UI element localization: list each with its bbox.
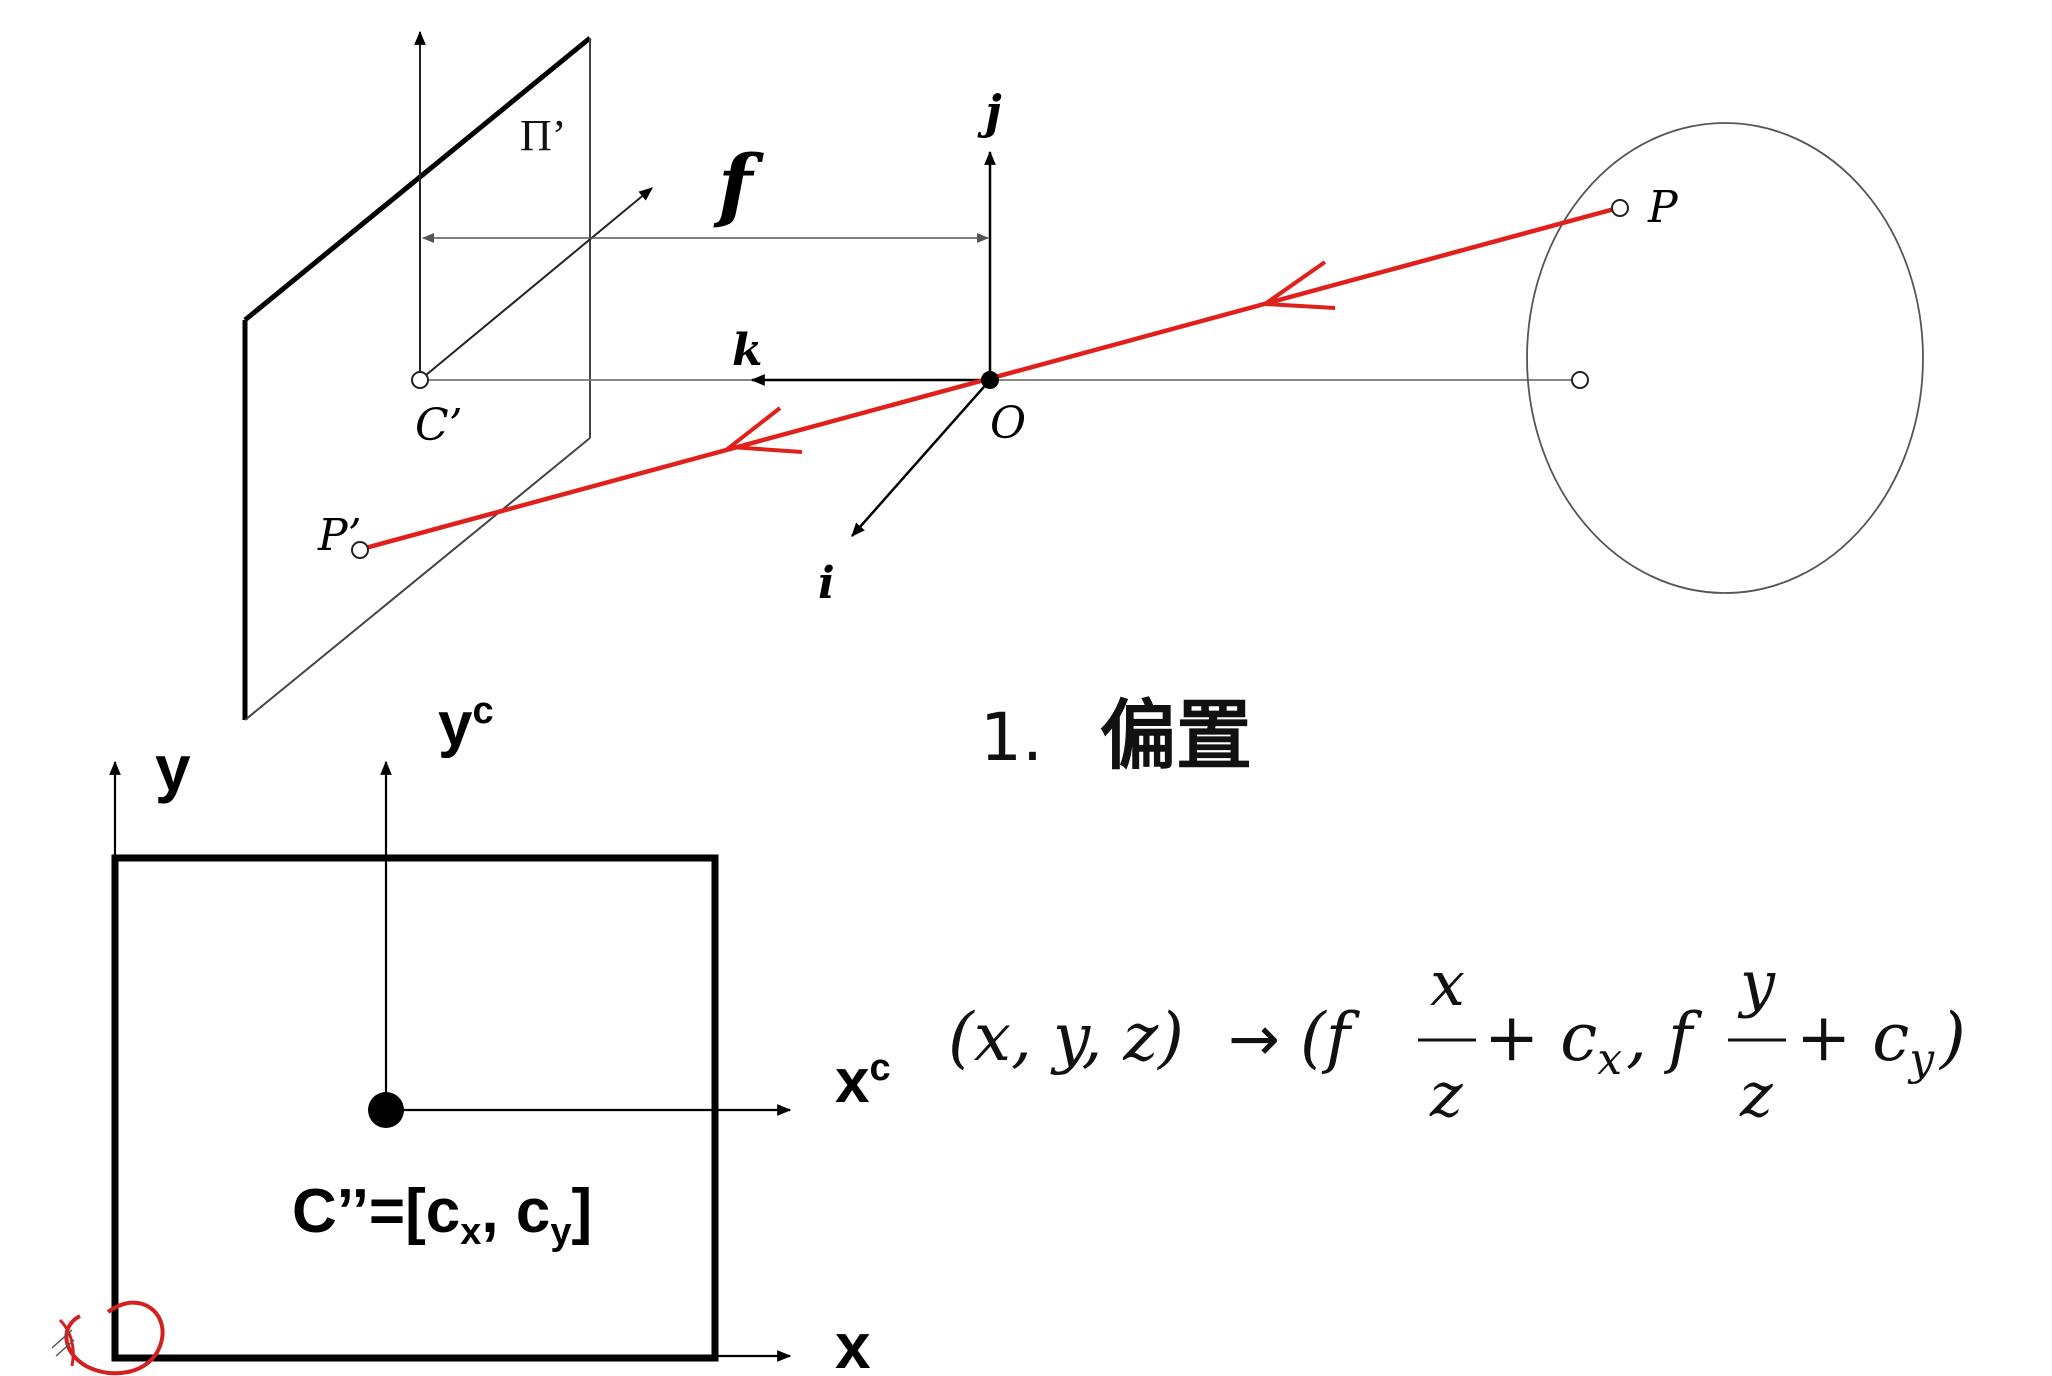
camera-center-point <box>411 371 429 389</box>
point-p-label: P <box>1647 182 1679 233</box>
projection-formula: (x, y, z) → (f x z + cx , f y z + cy ) <box>948 947 1966 1131</box>
formula-close: ) <box>1938 999 1966 1076</box>
image-frame <box>111 854 719 1362</box>
x-axis-label: x <box>835 1310 871 1376</box>
y-axis-label: y <box>155 732 191 804</box>
i-axis-label: i <box>818 558 835 609</box>
k-axis-label: k <box>732 325 763 376</box>
plane-depth-axis <box>419 187 653 381</box>
origin-point <box>981 371 999 389</box>
section-title: 偏置 <box>1100 691 1252 780</box>
frac2-denominator: z <box>1739 1058 1773 1131</box>
camera-center-label: C’ <box>415 400 463 451</box>
image-plane-label: Π’ <box>520 111 566 160</box>
red-circle-annotation <box>51 1300 165 1376</box>
formula-lhs: (x, y, z) <box>948 999 1184 1076</box>
axis-sphere-point <box>1571 371 1589 389</box>
j-axis-label: j <box>977 85 1002 139</box>
formula-open: (f <box>1300 999 1361 1076</box>
projected-point-label: P’ <box>317 510 362 561</box>
formula-arrow: → <box>1228 1002 1280 1075</box>
formula-comma-f: , f <box>1626 999 1703 1076</box>
frac1-numerator: x <box>1430 947 1465 1020</box>
focal-length-label: f <box>713 137 764 231</box>
i-axis <box>851 379 991 537</box>
yc-axis-label: yc <box>438 690 494 759</box>
origin-label: O <box>990 398 1026 449</box>
xc-axis-label: xc <box>835 1047 891 1116</box>
projected-point-marker <box>351 541 369 559</box>
point-p-marker <box>1611 199 1629 217</box>
principal-point-label: C’’=[cx, cy] <box>292 1177 592 1253</box>
formula-plus-cy: + cy <box>1796 999 1935 1085</box>
object-sphere <box>1526 122 1924 594</box>
section-number: 1. <box>980 699 1043 776</box>
frac2-numerator: y <box>1737 947 1776 1020</box>
formula-plus-cx: + cx <box>1484 999 1622 1085</box>
frac1-denominator: z <box>1429 1058 1463 1131</box>
principal-point-dot <box>368 1092 404 1128</box>
